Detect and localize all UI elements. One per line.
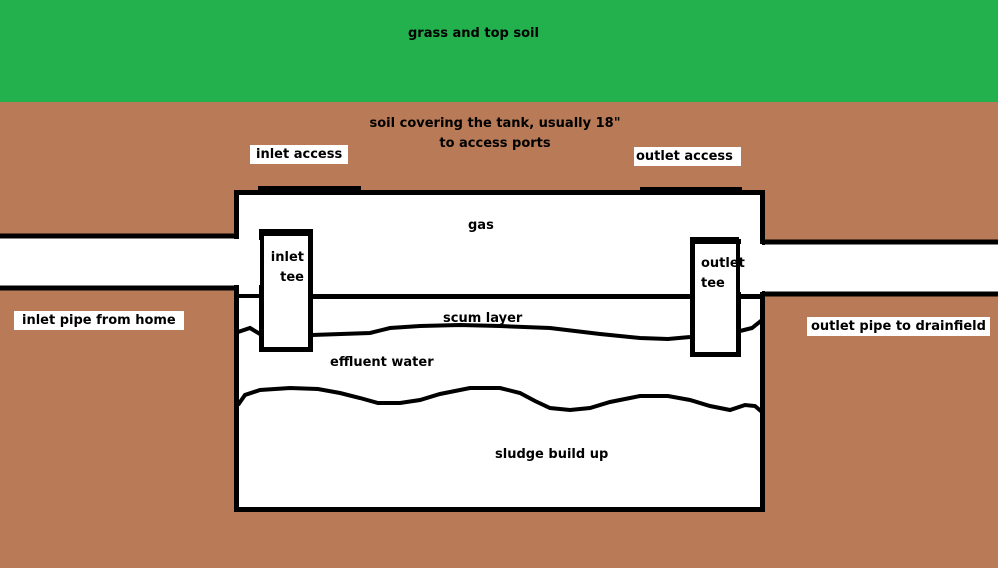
inlet-tee-line1: inlet xyxy=(270,250,304,265)
scum-layer-label: scum layer xyxy=(443,311,523,326)
soil-cover-line1: soil covering the tank, usually 18" xyxy=(369,116,621,131)
outlet-tee-line1: outlet xyxy=(701,256,745,271)
gas-label: gas xyxy=(468,218,494,233)
soil-cover-label: soil covering the tank, usually 18" to a… xyxy=(355,114,635,154)
inlet-access-lid xyxy=(258,186,361,193)
inlet-tee xyxy=(238,229,313,352)
outlet-tee-line2: tee xyxy=(701,276,725,291)
sludge-top-line xyxy=(236,385,764,414)
inlet-pipe-label: inlet pipe from home xyxy=(14,311,184,330)
grass-layer xyxy=(0,0,998,102)
inlet-pipe xyxy=(0,233,262,291)
outlet-tee xyxy=(690,237,762,357)
grass-label: grass and top soil xyxy=(408,26,539,41)
inlet-access-label: inlet access xyxy=(250,145,349,164)
outlet-access-label: outlet access xyxy=(634,147,741,166)
outlet-access-lid xyxy=(640,187,742,195)
outlet-tee-label: outlet tee xyxy=(701,254,745,294)
soil-cover-line2: to access ports xyxy=(439,136,551,151)
outlet-pipe-label: outlet pipe to drainfield xyxy=(807,317,990,336)
sludge-label: sludge build up xyxy=(495,447,609,462)
outlet-pipe xyxy=(738,239,998,297)
effluent-water-label: effluent water xyxy=(330,355,434,370)
inlet-tee-label: inlet tee xyxy=(268,248,304,288)
inlet-tee-line2: tee xyxy=(280,270,304,285)
scum-bottom-line xyxy=(237,318,764,342)
